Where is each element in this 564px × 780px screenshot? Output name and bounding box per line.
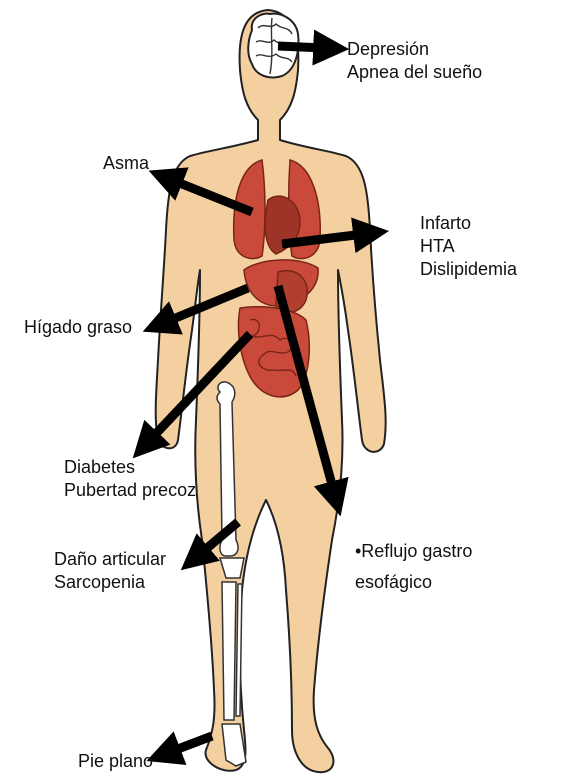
label-lungs: Asma <box>103 152 149 175</box>
label-asma: Asma <box>103 152 149 175</box>
label-foot: Pie plano <box>78 750 153 773</box>
label-dano-articular: Daño articular <box>54 548 166 571</box>
label-diabetes: Diabetes <box>64 456 196 479</box>
label-joints: Daño articular Sarcopenia <box>54 548 166 594</box>
label-higado-graso: Hígado graso <box>24 316 132 339</box>
label-hta: HTA <box>420 235 517 258</box>
label-stomach: •Reflujo gastro esofágico <box>355 536 472 598</box>
tibia-bone <box>222 582 236 720</box>
label-sarcopenia: Sarcopenia <box>54 571 166 594</box>
label-brain: Depresión Apnea del sueño <box>347 38 482 84</box>
label-liver: Hígado graso <box>24 316 132 339</box>
label-reflujo: •Reflujo gastro <box>355 536 472 567</box>
organs <box>234 160 321 397</box>
label-heart: Infarto HTA Dislipidemia <box>420 212 517 281</box>
label-dislipidemia: Dislipidemia <box>420 258 517 281</box>
arrow-brain <box>278 46 324 48</box>
label-infarto: Infarto <box>420 212 517 235</box>
label-pancreas: Diabetes Pubertad precoz <box>64 456 196 502</box>
label-apnea: Apnea del sueño <box>347 61 482 84</box>
label-esofagico: esofágico <box>355 567 472 598</box>
label-pie-plano: Pie plano <box>78 750 153 773</box>
label-pubertad-precoz: Pubertad precoz <box>64 479 196 502</box>
label-depresion: Depresión <box>347 38 482 61</box>
